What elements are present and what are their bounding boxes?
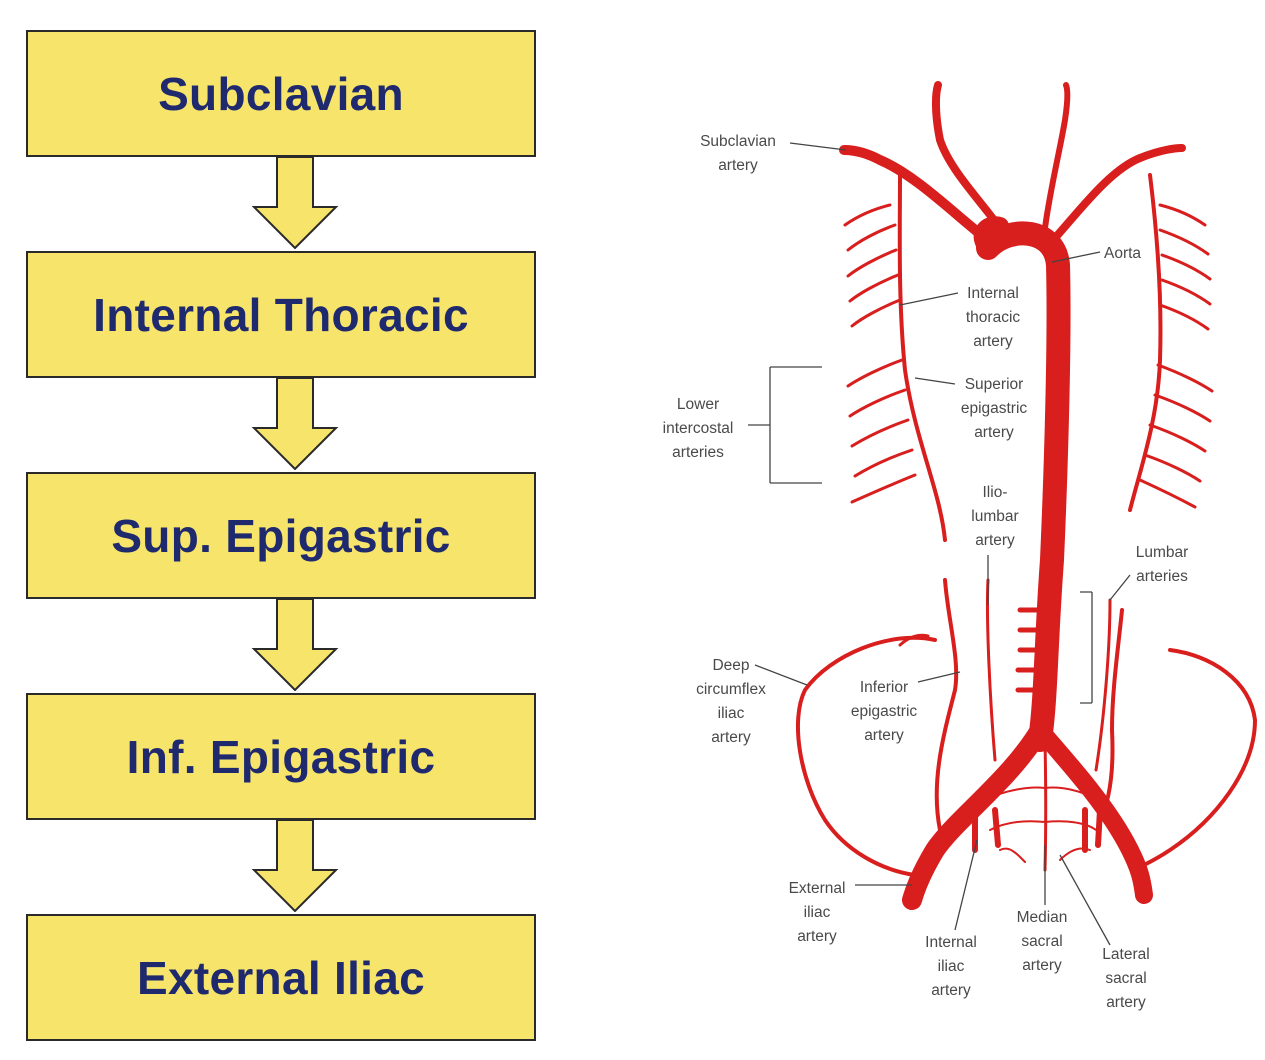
- down-arrow-icon: [251, 157, 339, 249]
- step-subclavian: Subclavian: [26, 30, 536, 157]
- label-aorta: Aorta: [1104, 245, 1141, 262]
- arteries: [795, 81, 1257, 910]
- flowchart: Subclavian Internal Thoracic Sup. Epigas…: [0, 0, 560, 1060]
- down-arrow-icon: [251, 599, 339, 691]
- step-label: Sup. Epigastric: [111, 509, 451, 562]
- step-inf-epigastric: Inf. Epigastric: [26, 693, 536, 820]
- right-common-iliac: [1031, 721, 1153, 904]
- left-common-iliac: [902, 720, 1050, 910]
- aorta-vessel: [976, 221, 1071, 752]
- step-label: External Iliac: [136, 951, 426, 1004]
- step-external-iliac: External Iliac: [26, 914, 536, 1041]
- left-deep-circumflex: [795, 635, 937, 877]
- step-label: Subclavian: [158, 67, 404, 120]
- leaders: [748, 142, 1131, 946]
- down-arrow-icon: [251, 378, 339, 470]
- step-sup-epigastric: Sup. Epigastric: [26, 472, 536, 599]
- left-inferior-epigastric: [934, 578, 959, 832]
- step-label: Inf. Epigastric: [126, 730, 436, 783]
- step-internal-thoracic: Internal Thoracic: [26, 251, 536, 378]
- step-label: Internal Thoracic: [93, 288, 469, 341]
- left-internal-thoracic: [897, 173, 947, 542]
- down-arrow-icon: [251, 820, 339, 912]
